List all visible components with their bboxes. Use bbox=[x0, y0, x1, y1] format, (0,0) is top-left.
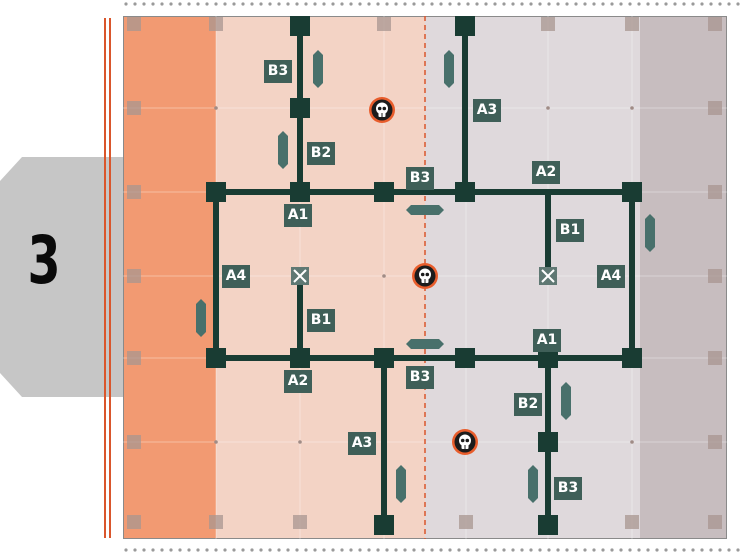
room-label: A3 bbox=[348, 432, 376, 455]
door-slab bbox=[406, 205, 444, 215]
grid-nub bbox=[209, 515, 223, 529]
wall-post bbox=[622, 348, 642, 368]
grid-nub bbox=[209, 17, 223, 31]
grid-nub bbox=[127, 351, 141, 365]
grid-nub bbox=[708, 435, 722, 449]
grid-dot bbox=[630, 106, 634, 110]
grid-dot bbox=[298, 440, 302, 444]
wall-post bbox=[538, 432, 558, 452]
x-marker-icon bbox=[291, 267, 309, 285]
game-map bbox=[123, 16, 727, 539]
door-slab bbox=[396, 465, 406, 503]
room-label: A3 bbox=[473, 99, 501, 122]
grid-nub bbox=[708, 269, 722, 283]
grid-nub bbox=[127, 269, 141, 283]
grid-nub bbox=[127, 185, 141, 199]
wall-post bbox=[538, 348, 558, 368]
map-canvas bbox=[123, 16, 727, 539]
door-slab bbox=[278, 131, 288, 169]
door-slab bbox=[196, 299, 206, 337]
room-label: A2 bbox=[284, 370, 312, 393]
grid-nub bbox=[459, 515, 473, 529]
orange-rails bbox=[104, 18, 111, 538]
wall-post bbox=[290, 182, 310, 202]
room-label: B1 bbox=[307, 309, 335, 332]
grid-nub bbox=[127, 101, 141, 115]
grid-nub bbox=[708, 351, 722, 365]
skull-icon bbox=[369, 97, 395, 123]
wall-post bbox=[290, 98, 310, 118]
room-label: B3 bbox=[554, 477, 582, 500]
wall-post bbox=[455, 348, 475, 368]
wall-post bbox=[538, 515, 558, 535]
grid-dot bbox=[214, 440, 218, 444]
room-label: A4 bbox=[222, 265, 250, 288]
grid-nub bbox=[127, 17, 141, 31]
room-label: B3 bbox=[264, 60, 292, 83]
door-slab bbox=[444, 50, 454, 88]
door-slab bbox=[561, 382, 571, 420]
grid-nub bbox=[293, 515, 307, 529]
wall-post bbox=[206, 182, 226, 202]
room-label: A1 bbox=[533, 329, 561, 352]
grid-dot bbox=[382, 274, 386, 278]
room-label: B2 bbox=[514, 393, 542, 416]
wall-post bbox=[290, 16, 310, 36]
door-slab bbox=[645, 214, 655, 252]
grid-nub bbox=[377, 17, 391, 31]
wall-post bbox=[374, 515, 394, 535]
wall-post bbox=[374, 182, 394, 202]
x-marker-icon bbox=[539, 267, 557, 285]
page-tab bbox=[0, 157, 124, 397]
room-label: B1 bbox=[556, 219, 584, 242]
dotted-border-top bbox=[124, 2, 740, 6]
grid-nub bbox=[708, 185, 722, 199]
wall-post bbox=[374, 348, 394, 368]
grid-nub bbox=[625, 17, 639, 31]
page-number: 3 bbox=[27, 222, 61, 299]
wall-post bbox=[206, 348, 226, 368]
dotted-border-bottom bbox=[124, 548, 740, 552]
grid-nub bbox=[625, 515, 639, 529]
room-label: B3 bbox=[406, 167, 434, 190]
grid-nub bbox=[541, 17, 555, 31]
wall-post bbox=[455, 16, 475, 36]
skull-icon bbox=[412, 263, 438, 289]
room-label: B2 bbox=[307, 142, 335, 165]
grid-nub bbox=[127, 515, 141, 529]
door-slab bbox=[406, 339, 444, 349]
grid-dot bbox=[214, 106, 218, 110]
grid-nub bbox=[127, 435, 141, 449]
door-slab bbox=[313, 50, 323, 88]
grid-dot bbox=[630, 440, 634, 444]
grid-nub bbox=[708, 101, 722, 115]
grid-dot bbox=[546, 106, 550, 110]
room-label: B3 bbox=[406, 366, 434, 389]
skull-icon bbox=[452, 429, 478, 455]
room-label: A2 bbox=[532, 161, 560, 184]
grid-nub bbox=[708, 17, 722, 31]
grid-nub bbox=[708, 515, 722, 529]
room-label: A4 bbox=[597, 265, 625, 288]
wall-post bbox=[455, 182, 475, 202]
wall-post bbox=[622, 182, 642, 202]
wall-post bbox=[290, 348, 310, 368]
door-slab bbox=[528, 465, 538, 503]
room-label: A1 bbox=[284, 204, 312, 227]
